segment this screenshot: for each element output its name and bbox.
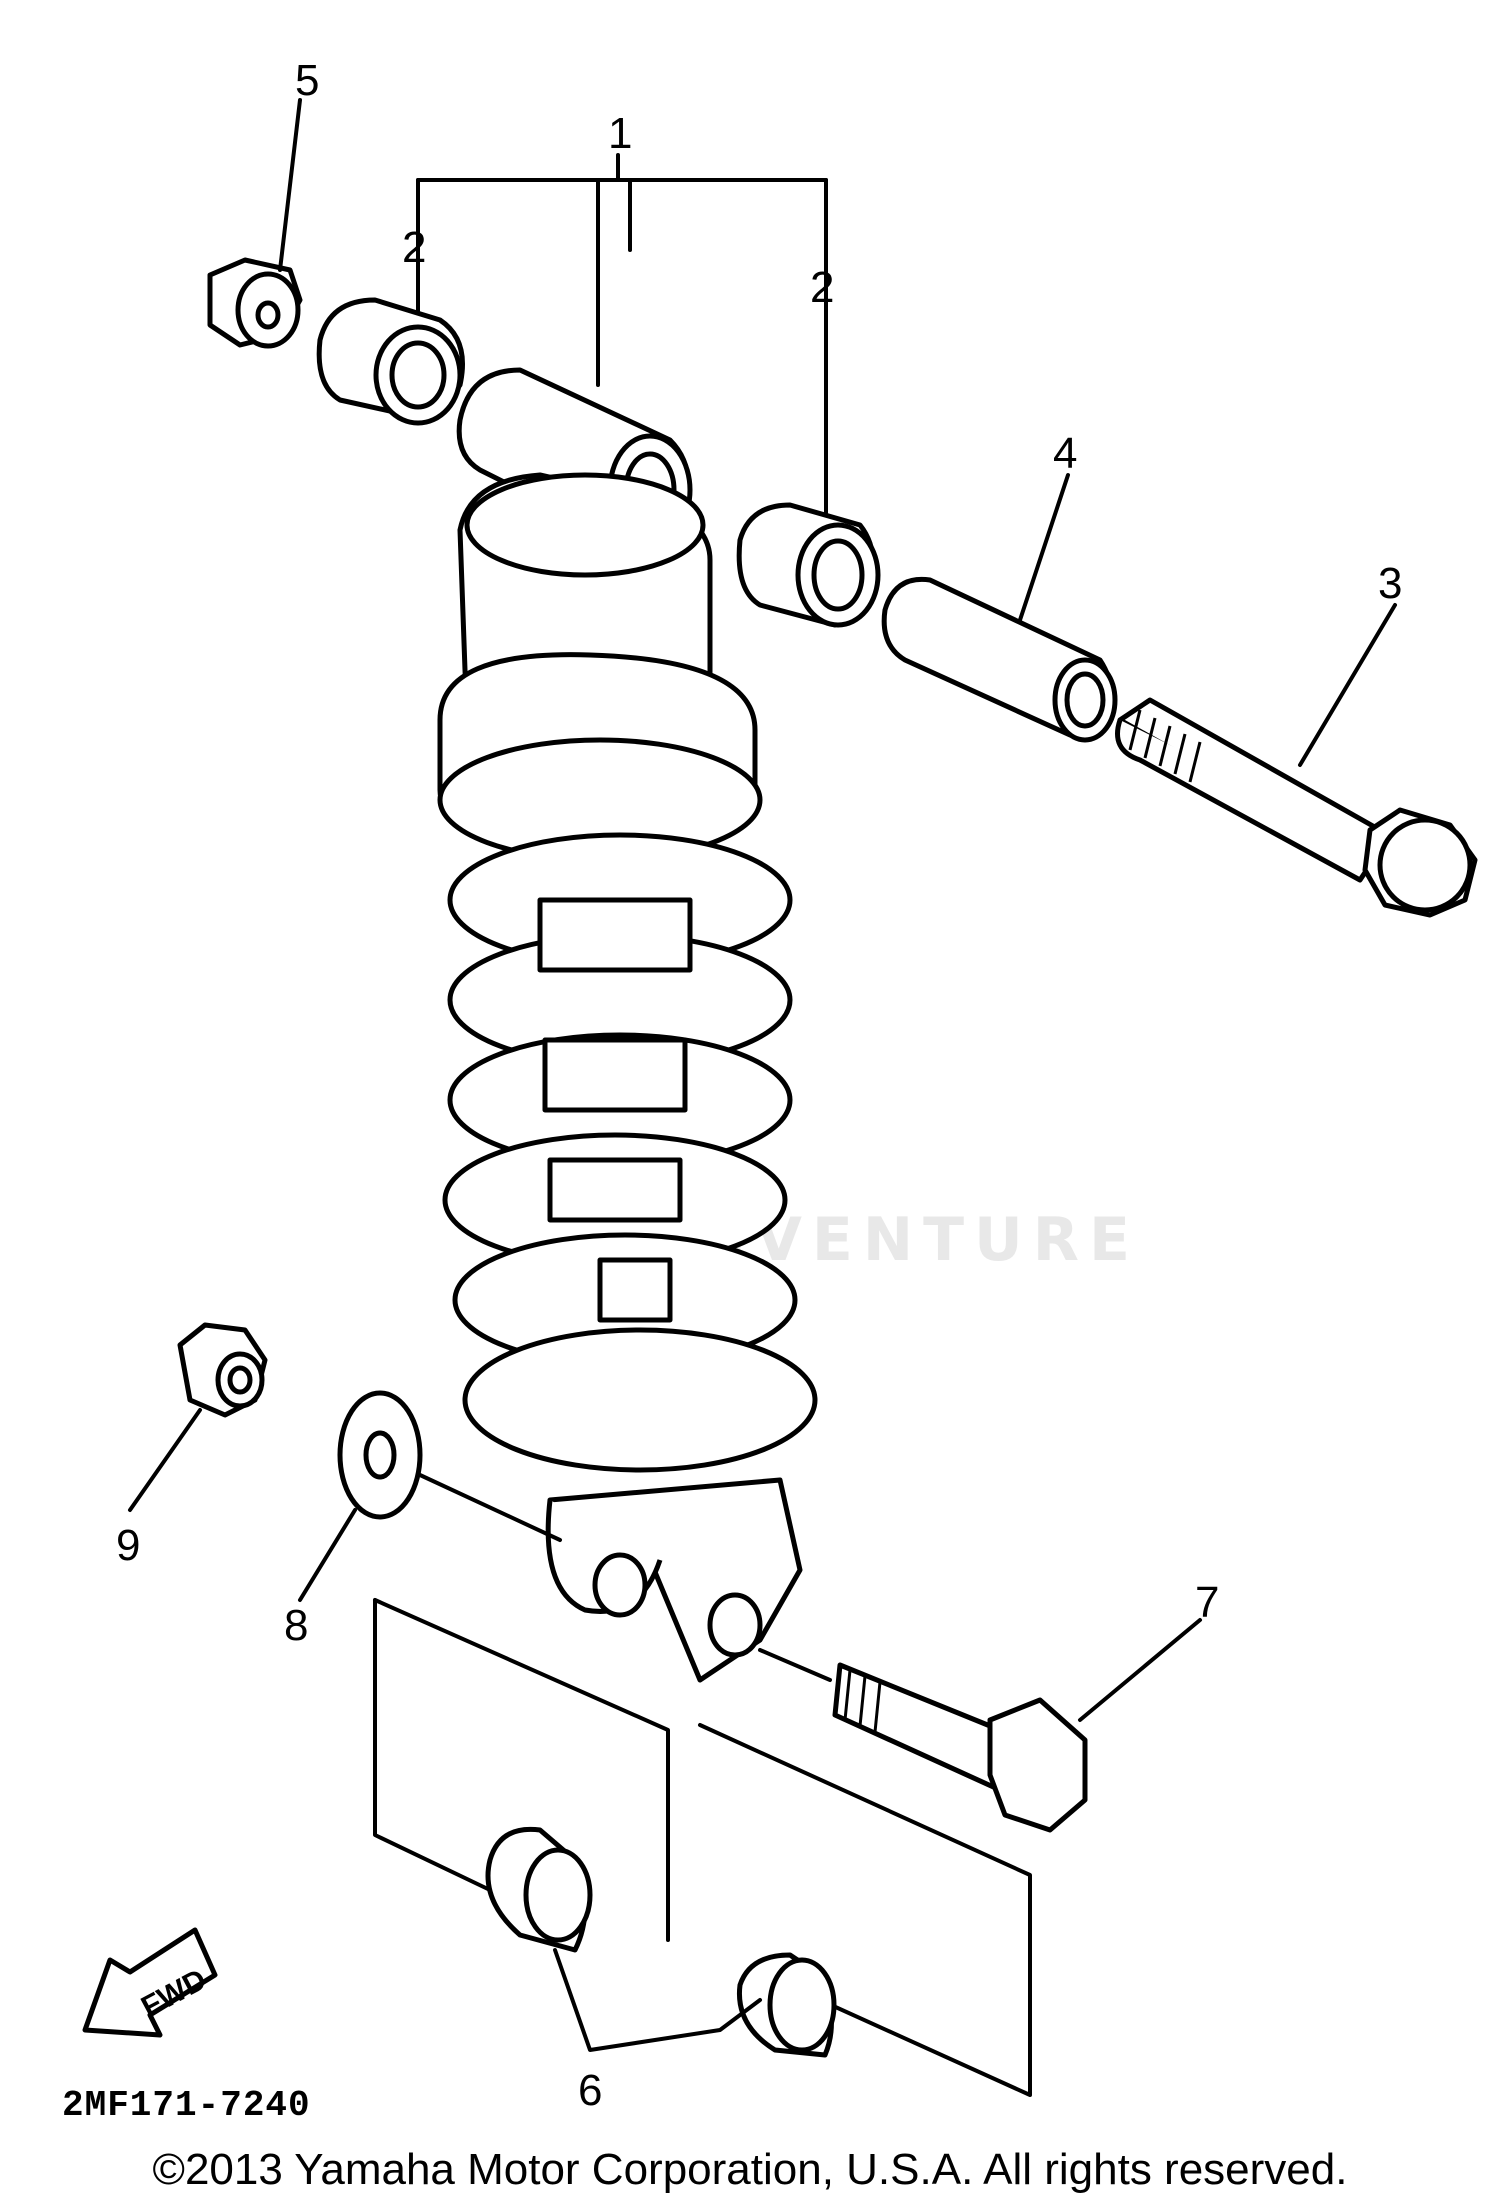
callout-3: 3 [1378, 559, 1402, 608]
bolt-upper-part [1115, 603, 1478, 918]
bolt-lower-part [758, 1618, 1202, 1833]
collar-set-part [373, 1598, 1032, 2097]
bracket-lines [416, 153, 828, 522]
callout-2-right: 2 [810, 263, 834, 312]
long-collar-part [881, 473, 1118, 743]
callout-9: 9 [116, 1521, 140, 1570]
collar-right-part [736, 502, 881, 628]
flange-nut-part [207, 98, 303, 349]
fwd-arrow-icon: FWD [82, 1927, 218, 2038]
callout-7: 7 [1195, 1578, 1219, 1627]
washer-part [298, 1390, 562, 1602]
callout-6: 6 [578, 2066, 602, 2115]
callout-5: 5 [295, 56, 319, 105]
part-code: 2MF171-7240 [62, 2085, 311, 2126]
nut-part [128, 1322, 268, 1512]
copyright-notice: ©2013 Yamaha Motor Corporation, U.S.A. A… [152, 2145, 1348, 2194]
callout-2-left: 2 [402, 223, 426, 272]
collar-left-part [316, 297, 465, 426]
callout-4: 4 [1053, 429, 1077, 478]
callout-8: 8 [284, 1601, 308, 1650]
shock-absorber-part [437, 472, 818, 1683]
callout-1: 1 [608, 109, 632, 158]
